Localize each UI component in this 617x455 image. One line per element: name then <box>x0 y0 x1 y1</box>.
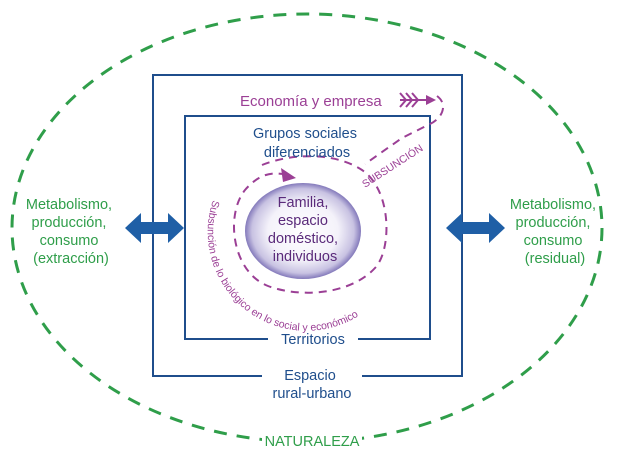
core-circle <box>245 183 361 279</box>
double-arrow-icon <box>125 213 184 243</box>
space-label: Espacio rural-urbano <box>273 368 352 402</box>
groups-label: Grupos sociales diferenciados <box>253 126 361 161</box>
territories-label: Territorios <box>281 332 345 348</box>
subsumption-spiral <box>233 155 388 294</box>
spiral-arrowhead <box>281 168 296 182</box>
territories-label-bg <box>268 330 358 348</box>
left-metabolism-label: Metabolismo, producción, consumo (extrac… <box>26 197 116 267</box>
subsumption-link <box>364 95 445 165</box>
subsumption-label: SUBSUNCIÓN <box>360 141 426 190</box>
right-metabolism-label: Metabolismo, producción, consumo (residu… <box>510 197 600 267</box>
nature-label: NATURALEZA <box>265 434 360 450</box>
double-arrow-icon <box>446 213 505 243</box>
space-label-bg <box>262 366 362 402</box>
nature-label-bg <box>262 430 362 452</box>
feathered-arrow-icon <box>399 92 436 108</box>
economy-label: Economía y empresa <box>240 93 382 110</box>
core-label: Familia, espacio doméstico, individuos <box>268 195 342 265</box>
